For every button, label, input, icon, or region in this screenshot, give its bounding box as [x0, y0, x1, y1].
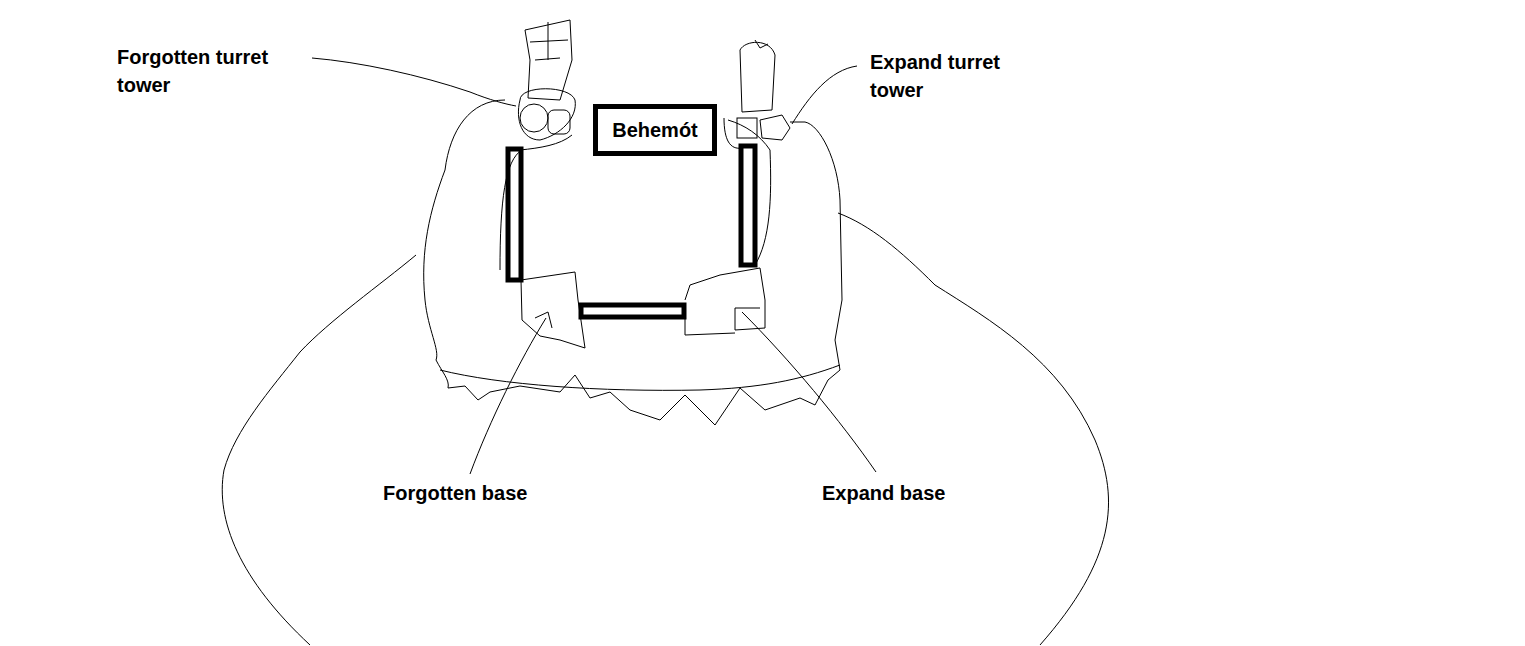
turret	[520, 104, 548, 132]
leader-line	[792, 66, 857, 124]
map-label: Forgotten base	[383, 479, 527, 507]
outer-outline-right	[838, 213, 1109, 645]
map-label: Forgotten turret tower	[117, 43, 317, 99]
leader-line	[742, 312, 876, 472]
unit-name: Behemót	[612, 118, 698, 142]
outer-outline-left	[222, 255, 416, 645]
wall	[508, 149, 521, 280]
turret	[760, 115, 790, 140]
turret-tower	[740, 40, 775, 112]
turret	[548, 110, 570, 134]
wall	[741, 146, 755, 265]
unit-box: Behemót	[593, 104, 717, 156]
base-region	[424, 100, 842, 425]
turret-base	[518, 89, 575, 140]
base-building	[685, 268, 765, 335]
base-region-edge	[440, 365, 840, 390]
wall	[581, 305, 684, 317]
wall-sketch	[520, 135, 572, 150]
map-label: Expand turret tower	[870, 48, 1050, 104]
leader-line	[312, 58, 516, 106]
turret	[737, 118, 757, 138]
map-label: Expand base	[822, 479, 945, 507]
leader-line	[470, 318, 546, 474]
turret-tower	[525, 20, 572, 100]
base-building	[521, 272, 585, 348]
wall-sketch	[728, 120, 771, 265]
